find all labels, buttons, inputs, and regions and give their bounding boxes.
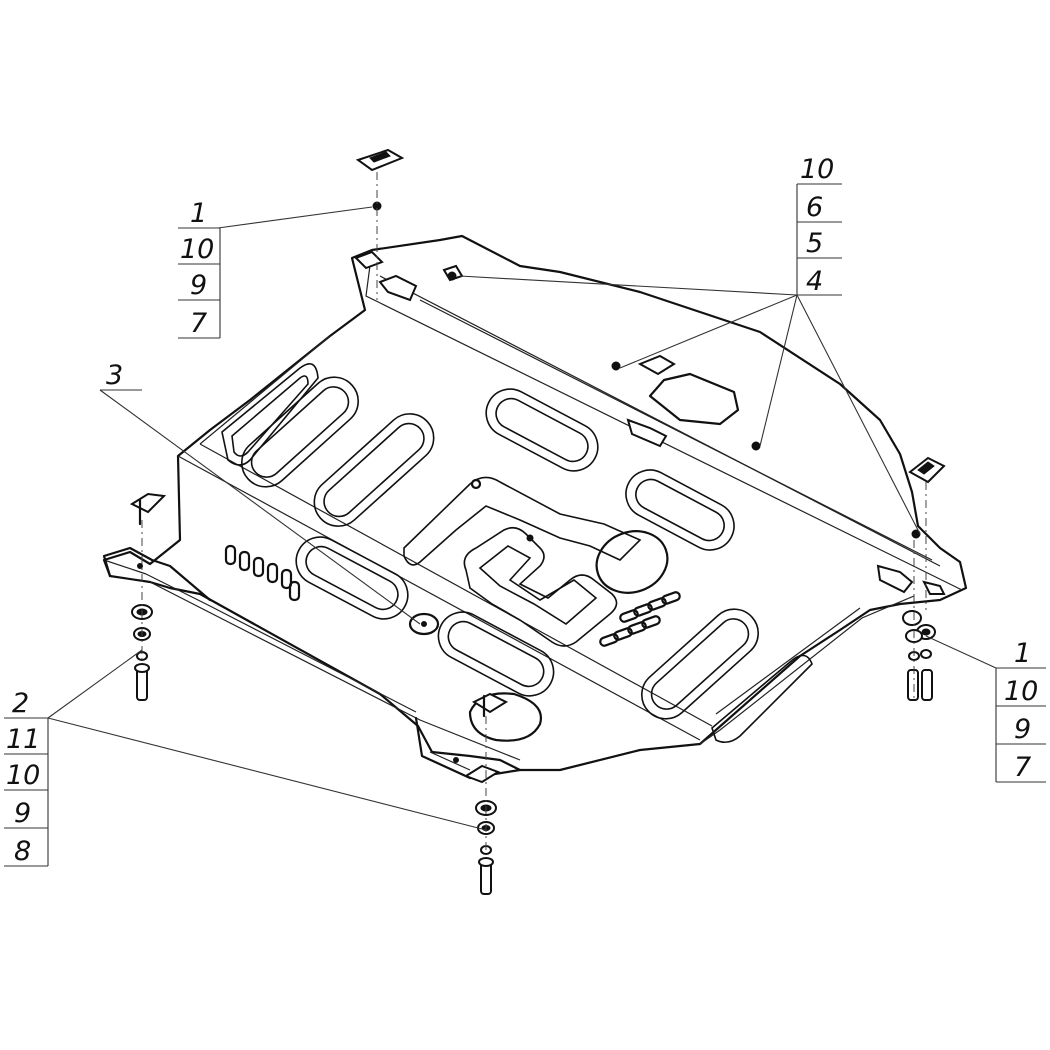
callout-label: 5 [806,228,823,259]
assembly-centerlines [141,172,927,850]
fastener-stacks [131,201,936,895]
callout-label: 3 [106,360,123,391]
callout-part3: 3 [100,360,142,391]
callout-leaders [47,206,997,831]
callout-label: 2 [12,688,29,719]
callout-label: 10 [1004,676,1038,707]
callout-table-top-right: 10 6 5 4 [796,154,842,297]
callout-label: 9 [190,270,207,301]
callout-label: 11 [6,724,40,755]
callout-label: 10 [6,760,40,791]
stiffening-ribs [221,362,813,744]
callout-label: 1 [1014,638,1031,669]
plate-openings [224,372,740,742]
callout-label: 7 [190,308,207,339]
callout-label: 4 [806,266,823,297]
callout-label: 9 [14,798,31,829]
skid-plate [102,234,968,780]
callout-label: 6 [806,192,823,223]
callout-label: 7 [1014,752,1031,783]
vent-slot-group [599,591,681,647]
callout-table-bottom-left: 2 11 10 9 8 [4,688,49,867]
callout-label: 10 [180,234,214,265]
callout-table-top-left: 1 10 9 7 [178,198,221,339]
callout-label: 8 [14,836,31,867]
callout-table-right: 1 10 9 7 [995,638,1046,783]
callout-label: 9 [1014,714,1031,745]
callout-label: 1 [190,198,207,229]
callout-label: 10 [800,154,834,185]
